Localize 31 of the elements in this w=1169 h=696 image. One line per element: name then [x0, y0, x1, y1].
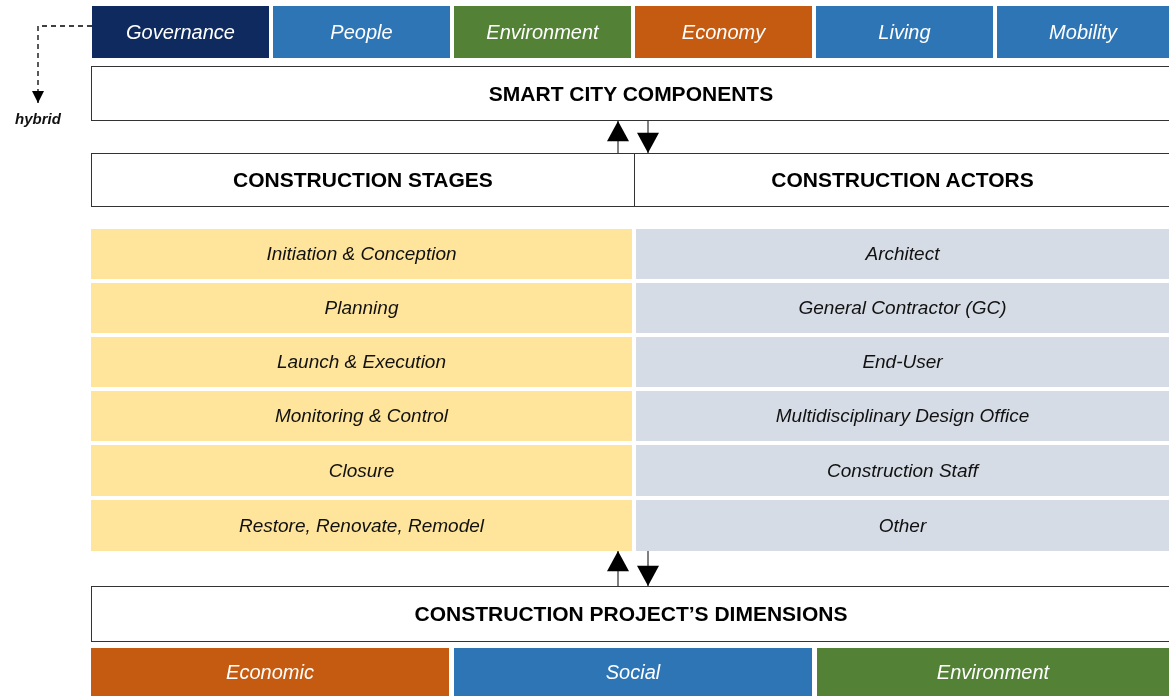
section-header: CONSTRUCTION ACTORS: [634, 153, 1169, 207]
category-bar: Social: [454, 648, 812, 696]
arrow: [637, 120, 659, 154]
category-bar: Environment: [454, 6, 631, 58]
category-bar: Mobility: [997, 6, 1169, 58]
list-row: Launch & Execution: [91, 337, 632, 387]
list-row: Multidisciplinary Design Office: [636, 391, 1169, 441]
section-header: CONSTRUCTION PROJECT’S DIMENSIONS: [91, 586, 1169, 642]
category-bar: Governance: [92, 6, 269, 58]
list-row: Restore, Renovate, Remodel: [91, 500, 632, 551]
list-row: Architect: [636, 229, 1169, 279]
section-header: CONSTRUCTION STAGES: [91, 153, 635, 207]
category-bar: Economic: [91, 648, 449, 696]
list-row: Initiation & Conception: [91, 229, 632, 279]
arrow: [607, 550, 629, 587]
arrow: [32, 25, 93, 104]
list-row: Monitoring & Control: [91, 391, 632, 441]
arrow: [607, 120, 629, 154]
list-row: End-User: [636, 337, 1169, 387]
list-row: General Contractor (GC): [636, 283, 1169, 333]
note-text: hybrid: [8, 107, 68, 129]
section-header: SMART CITY COMPONENTS: [91, 66, 1169, 121]
list-row: Closure: [91, 445, 632, 496]
category-bar: Environment: [817, 648, 1169, 696]
category-bar: People: [273, 6, 450, 58]
list-row: Planning: [91, 283, 632, 333]
category-bar: Living: [816, 6, 993, 58]
arrow: [637, 550, 659, 587]
category-bar: Economy: [635, 6, 812, 58]
list-row: Other: [636, 500, 1169, 551]
list-row: Construction Staff: [636, 445, 1169, 496]
